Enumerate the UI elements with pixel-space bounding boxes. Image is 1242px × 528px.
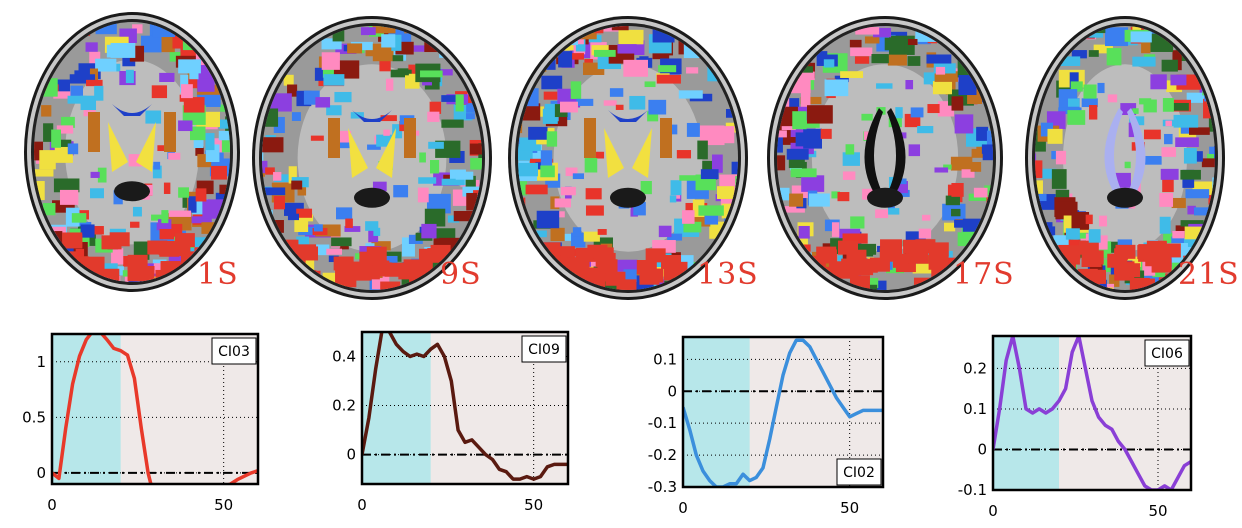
y-tick-label: 1 (36, 353, 46, 371)
plot-area (52, 334, 258, 484)
brain-slice-4 (767, 16, 1003, 300)
y-tick-label: -0.1 (958, 481, 987, 499)
plot-area (362, 332, 568, 484)
brain-slice-1 (24, 12, 240, 292)
y-tick-label: 0.2 (332, 397, 356, 415)
stimulus-block (362, 332, 431, 484)
y-tick-label: 0.5 (22, 408, 46, 426)
plot-area (683, 337, 883, 487)
x-tick-label: 0 (678, 499, 688, 517)
x-tick-label: 50 (840, 499, 859, 517)
x-tick-label: 50 (214, 496, 233, 514)
stimulus-block (683, 337, 750, 487)
series-line (993, 336, 1191, 490)
slice-label: 21S (1178, 257, 1240, 292)
slice-label: 13S (697, 257, 759, 292)
legend-label: CI09 (528, 342, 560, 358)
series-line (683, 338, 883, 487)
y-tick-label: 0.2 (963, 359, 987, 377)
x-tick-label: 0 (47, 496, 57, 514)
legend-box (521, 335, 567, 363)
legend-label: CI03 (218, 344, 250, 360)
plot-frame (360, 330, 570, 486)
series-line (362, 332, 568, 481)
y-tick-label: 0.4 (332, 348, 356, 366)
y-tick-label: 0.1 (963, 400, 987, 418)
plot-frame (50, 332, 260, 486)
legend-box (836, 458, 882, 486)
y-tick-label: -0.1 (648, 414, 677, 432)
x-tick-label: 0 (988, 502, 998, 520)
legend-box (211, 337, 257, 365)
x-tick-label: 50 (1148, 502, 1167, 520)
slice-label: 17S (953, 257, 1015, 292)
brain-slice-3 (508, 16, 748, 300)
legend-label: CI06 (1151, 346, 1183, 362)
slice-label: 1S (197, 257, 239, 292)
y-tick-label: 0 (346, 446, 356, 464)
y-tick-label: -0.3 (648, 478, 677, 496)
brain-slice-2 (252, 16, 492, 300)
legend-label: CI02 (843, 465, 875, 481)
slice-label: 9S (440, 257, 482, 292)
y-tick-label: 0 (36, 464, 46, 482)
y-tick-label: 0.1 (653, 350, 677, 368)
brain-slice-5 (1025, 16, 1225, 300)
plot-frame (681, 335, 885, 489)
x-tick-label: 50 (524, 496, 543, 514)
plot-area (993, 336, 1191, 490)
plot-frame (991, 334, 1193, 492)
y-tick-label: -0.2 (648, 446, 677, 464)
x-tick-label: 0 (357, 496, 367, 514)
stimulus-block (993, 336, 1059, 490)
legend-box (1144, 339, 1190, 367)
y-tick-label: 0 (977, 440, 987, 458)
stimulus-block (52, 334, 121, 484)
series-line (52, 334, 258, 484)
y-tick-label: 0 (667, 382, 677, 400)
